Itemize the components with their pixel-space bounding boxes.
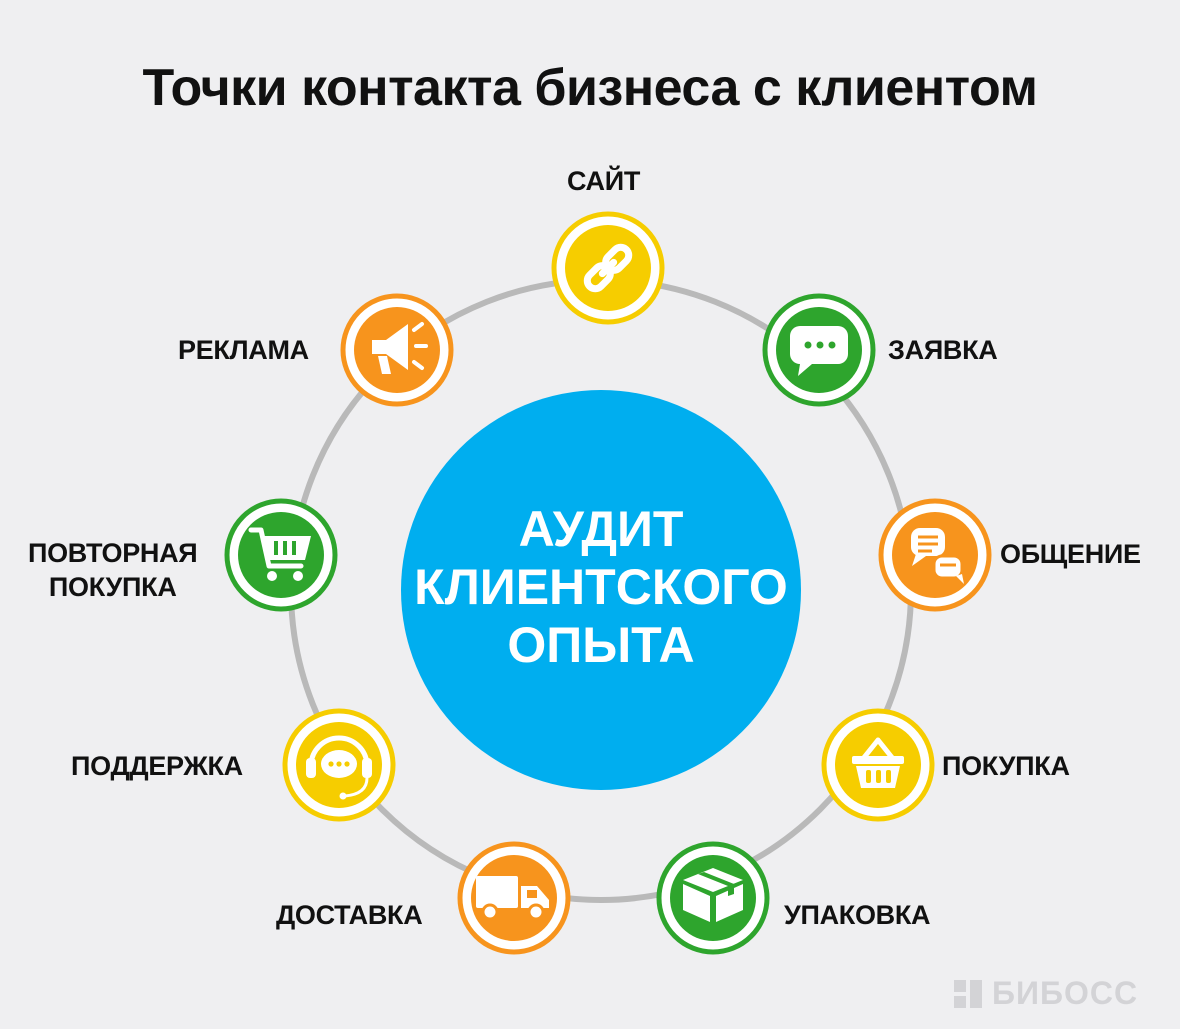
biboss-logo-icon xyxy=(954,979,982,1008)
label-sait: САЙТ xyxy=(567,166,641,196)
label-pokupka: ПОКУПКА xyxy=(942,751,1070,781)
headset-icon xyxy=(306,735,372,800)
label-povtornaya-line2: ПОКУПКА xyxy=(48,572,177,602)
center-line-1: АУДИТ xyxy=(518,501,684,557)
node-obschenie xyxy=(878,498,992,612)
center-line-2: КЛИЕНТСКОГО xyxy=(414,559,788,615)
package-box-icon xyxy=(683,868,743,922)
chat-bubble-icon xyxy=(790,326,848,376)
center-circle xyxy=(401,390,801,790)
label-zayavka: ЗАЯВКА xyxy=(888,335,998,365)
label-podderzhka: ПОДДЕРЖКА xyxy=(71,751,243,781)
center-label: АУДИТ КЛИЕНТСКОГО ОПЫТА xyxy=(401,500,801,674)
basket-icon xyxy=(852,737,904,788)
shopping-cart-icon xyxy=(248,527,311,581)
label-obschenie: ОБЩЕНИЕ xyxy=(1000,539,1141,569)
page-title: Точки контакта бизнеса с клиентом xyxy=(142,59,1038,117)
label-reklama: РЕКЛАМА xyxy=(178,335,309,365)
label-dostavka: ДОСТАВКА xyxy=(276,900,423,930)
node-reklama xyxy=(340,293,454,407)
delivery-truck-icon xyxy=(476,876,549,921)
label-povtornaya-line1: ПОВТОРНАЯ xyxy=(28,538,198,568)
node-podderzhka xyxy=(282,708,396,822)
label-povtornaya-pokupka: ПОВТОРНАЯ ПОКУПКА xyxy=(28,536,198,604)
label-upakovka: УПАКОВКА xyxy=(784,900,931,930)
node-upakovka xyxy=(656,841,770,955)
center-line-3: ОПЫТА xyxy=(507,617,695,673)
node-sait xyxy=(551,211,665,325)
megaphone-icon xyxy=(372,322,428,374)
node-zayavka xyxy=(762,293,876,407)
node-dostavka xyxy=(457,841,571,955)
node-povtornaya-pokupka xyxy=(224,498,338,612)
link-icon xyxy=(583,243,633,293)
node-pokupka xyxy=(821,708,935,822)
brand-logo: БИБОСС xyxy=(952,975,1138,1012)
conversation-icon xyxy=(911,528,964,584)
brand-name: БИБОСС xyxy=(992,975,1139,1011)
